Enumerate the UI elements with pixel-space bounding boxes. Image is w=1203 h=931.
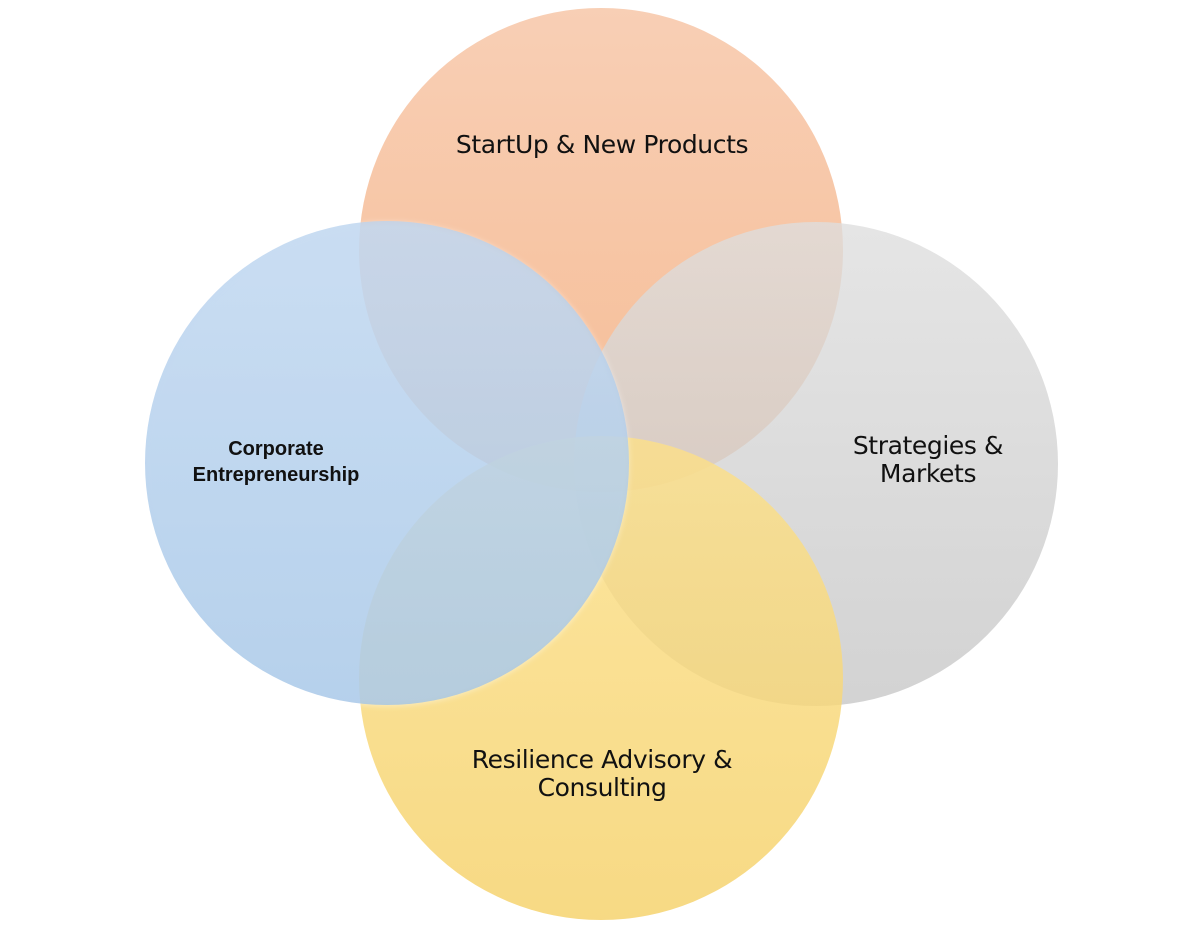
circle-left (145, 221, 629, 705)
label-resilience-advisory-consulting: Resilience Advisory & Consulting (471, 745, 733, 802)
label-strategies-markets: Strategies & Markets (852, 431, 1004, 488)
label-corporate-entrepreneurship: Corporate Entrepreneurship (192, 438, 360, 486)
label-startup-new-products: StartUp & New Products (455, 130, 749, 159)
